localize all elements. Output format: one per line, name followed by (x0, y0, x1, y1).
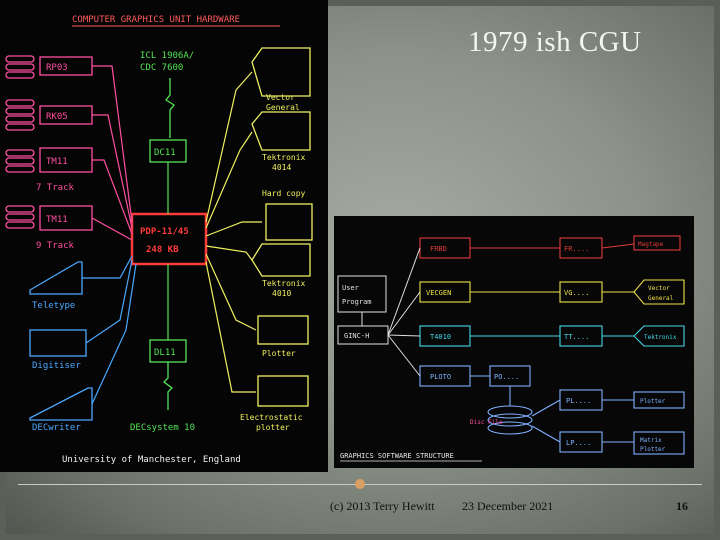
software-structure-photo: User Program GINC-H FRBD FR.... Magtape … (334, 216, 694, 468)
rk05-disks (5, 99, 35, 131)
pdp-box (130, 212, 208, 266)
label-plotter: Plotter (262, 349, 296, 358)
dl11-link-line (163, 362, 173, 410)
vecgen-row (419, 279, 685, 305)
hardware-heading: COMPUTER GRAPHICS UNIT HARDWARE (72, 15, 240, 25)
plotter-shape (257, 315, 309, 345)
label-electrostatic2: plotter (256, 423, 290, 432)
sw-matrix: Matrix (640, 437, 662, 444)
label-electrostatic: Electrostatic (240, 413, 303, 422)
label-general: General (266, 103, 300, 112)
label-rp03: RP03 (46, 63, 68, 73)
sw-pl: PL.... (566, 397, 591, 405)
sw-disc: Disc File (470, 419, 503, 426)
sw-plotter: Plotter (640, 398, 666, 405)
sw-po: PO.... (494, 373, 519, 381)
teletype-shape (29, 261, 83, 295)
footer-dot (355, 479, 365, 489)
ginch-connections (361, 247, 421, 377)
sw-vector: Vector (648, 285, 670, 292)
label-decwriter: DECwriter (32, 423, 81, 433)
university-caption: University of Manchester, England (62, 455, 241, 465)
label-tek4010: Tektronix (262, 279, 306, 288)
footer-copyright: (c) 2013 Terry Hewitt (330, 499, 435, 513)
label-tek4014b: 4014 (272, 163, 291, 172)
sw-frbd: FRBD (430, 245, 447, 253)
ploto-row (419, 365, 685, 455)
left-connection-lines (91, 65, 133, 241)
tm11a-tapes (5, 149, 35, 173)
user-program-box (337, 275, 387, 313)
right-connection-lines (205, 71, 262, 393)
sw-user: User (342, 284, 359, 292)
slide-title: 1979 ish CGU (468, 26, 642, 58)
sw-ploto: PLOTO (430, 373, 451, 381)
tek4010-shape (251, 243, 311, 277)
sw-tektronix: Tektronix (644, 334, 677, 341)
label-9track: 9 Track (36, 241, 75, 251)
label-tek4014: Tektronix (262, 153, 306, 162)
label-tek4010b: 4010 (272, 289, 291, 298)
label-rk05: RK05 (46, 112, 68, 122)
tm11b-tapes (5, 205, 35, 229)
page-number: 16 (676, 499, 688, 513)
t4010-row (419, 325, 685, 347)
footer-date: 23 December 2021 (462, 499, 554, 513)
sw-tt: TT.... (564, 333, 589, 341)
label-dc11: DC11 (154, 148, 176, 158)
sw-caption: GRAPHICS SOFTWARE STRUCTURE (340, 452, 454, 460)
label-vector: Vector (266, 93, 295, 102)
sw-vg: VG.... (564, 289, 589, 297)
label-pdp: PDP-11/45 (140, 227, 189, 237)
label-teletype: Teletype (32, 301, 75, 311)
sw-matrix-plotter: Plotter (640, 446, 666, 453)
label-tm11a: TM11 (46, 157, 68, 167)
label-pdp-mem: 248 KB (146, 245, 179, 255)
hardware-diagram-svg: COMPUTER GRAPHICS UNIT HARDWARE ICL 1906… (5, 15, 313, 465)
label-digitiser: Digitiser (32, 361, 81, 371)
sw-t4010: T4010 (430, 333, 451, 341)
label-hardcopy: Hard copy (262, 189, 306, 198)
hardcopy-shape (265, 203, 313, 241)
terminal-connection-lines (82, 255, 137, 405)
rp03-disks (5, 55, 35, 79)
sw-magtape: Magtape (638, 241, 664, 248)
label-tm11b: TM11 (46, 215, 68, 225)
vector-general-shape (251, 47, 311, 97)
sw-lp: LP.... (566, 439, 591, 447)
sw-general: General (648, 295, 674, 302)
label-decsystem: DECsystem 10 (130, 423, 195, 433)
software-diagram-svg: User Program GINC-H FRBD FR.... Magtape … (337, 235, 685, 462)
decwriter-shape (29, 387, 93, 421)
label-icl: ICL 1906A/ (140, 51, 194, 61)
electrostatic-shape (257, 375, 309, 407)
sw-fr: FR.... (564, 245, 589, 253)
label-cdc: CDC 7600 (140, 63, 183, 73)
sw-vecgen: VECGEN (426, 289, 451, 297)
sw-ginch: GINC-H (344, 332, 369, 340)
digitiser-shape (29, 329, 87, 357)
label-7track: 7 Track (36, 183, 75, 193)
label-dl11: DL11 (154, 348, 176, 358)
sw-program: Program (342, 298, 372, 306)
tek4014-shape (251, 111, 311, 151)
host-link-line (165, 78, 175, 138)
hardware-diagram-photo: COMPUTER GRAPHICS UNIT HARDWARE ICL 1906… (0, 0, 328, 472)
